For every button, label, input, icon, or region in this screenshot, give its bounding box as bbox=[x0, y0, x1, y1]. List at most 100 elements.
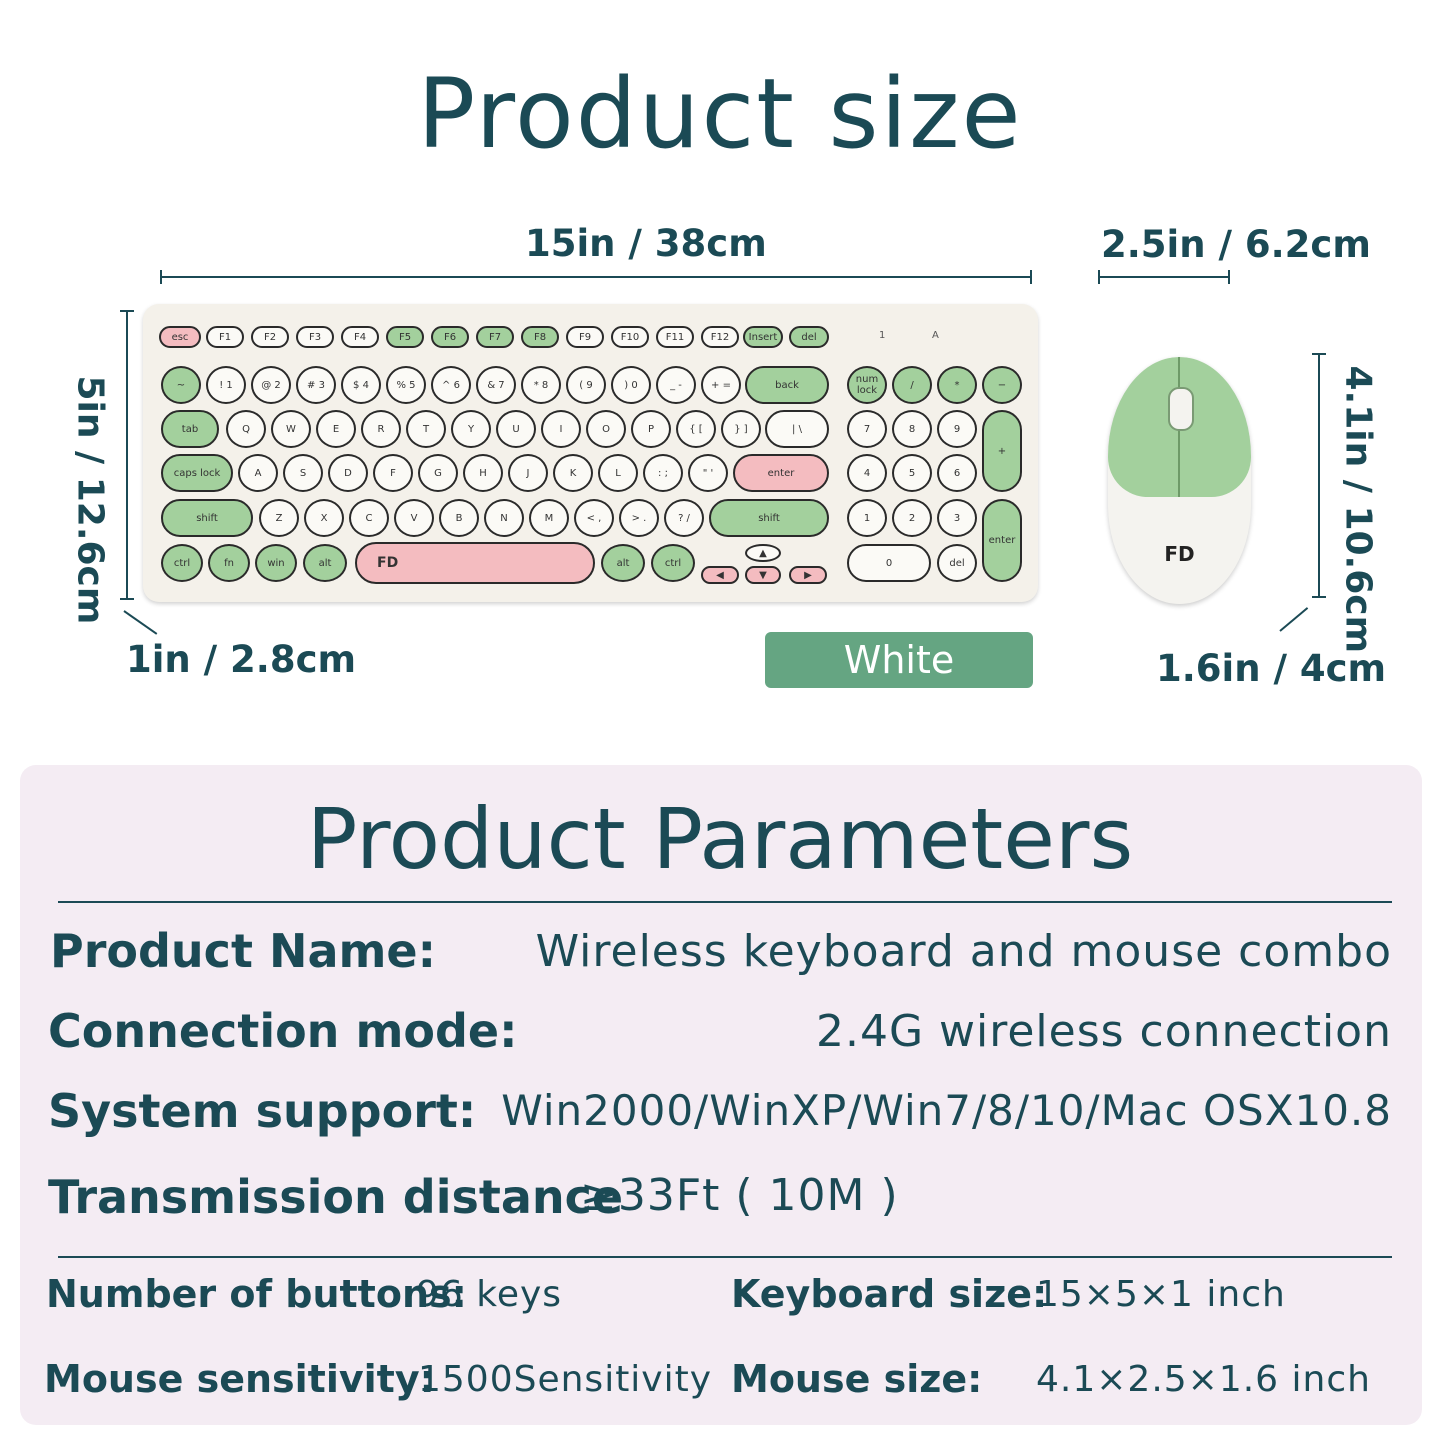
key-enter: enter bbox=[733, 454, 829, 492]
key-f12: F12 bbox=[701, 326, 739, 348]
key-7: & 7 bbox=[476, 366, 516, 404]
key-shift-right: shift bbox=[709, 499, 829, 537]
indicator-caps: A bbox=[932, 330, 939, 341]
key-g: G bbox=[418, 454, 458, 492]
keyboard-illustration: esc F1 F2 F3 F4 F5 F6 F7 F8 F9 F10 F11 F… bbox=[143, 304, 1038, 602]
key-tab: tab bbox=[161, 410, 219, 448]
divider-top bbox=[58, 901, 1392, 903]
param-label-connection: Connection mode: bbox=[48, 1004, 518, 1058]
param-label-system: System support: bbox=[48, 1084, 477, 1138]
parameters-title: Product Parameters bbox=[306, 790, 1134, 888]
key-lbracket: { [ bbox=[676, 410, 716, 448]
key-f7: F7 bbox=[476, 326, 514, 348]
key-f8: F8 bbox=[521, 326, 559, 348]
divider-bottom bbox=[58, 1256, 1392, 1258]
key-num-1: 1 bbox=[847, 499, 887, 537]
key-alt-left: alt bbox=[303, 544, 347, 582]
key-minus: _ - bbox=[656, 366, 696, 404]
key-n: N bbox=[484, 499, 524, 537]
keyboard-height-label: 1in / 2.8cm bbox=[126, 638, 357, 681]
key-space: FD bbox=[355, 542, 595, 584]
mouse-brand-logo: FD bbox=[1164, 542, 1195, 566]
key-win: win bbox=[255, 544, 297, 582]
dim-tick bbox=[120, 598, 134, 600]
key-tilde: ~ bbox=[161, 366, 201, 404]
mouse-width-line bbox=[1098, 276, 1230, 278]
key-num-2: 2 bbox=[892, 499, 932, 537]
key-0: ) 0 bbox=[611, 366, 651, 404]
dim-tick bbox=[1098, 270, 1100, 284]
key-b: B bbox=[439, 499, 479, 537]
key-a: A bbox=[238, 454, 278, 492]
key-num-9: 9 bbox=[937, 410, 977, 448]
param-label-product-name: Product Name: bbox=[50, 924, 437, 978]
key-r: R bbox=[361, 410, 401, 448]
mouse-height-line bbox=[1279, 607, 1309, 632]
color-badge[interactable]: White bbox=[765, 632, 1033, 688]
key-arrow-down: ▼ bbox=[745, 566, 781, 584]
key-num-5: 5 bbox=[892, 454, 932, 492]
key-f6: F6 bbox=[431, 326, 469, 348]
key-z: Z bbox=[259, 499, 299, 537]
key-slash: ? / bbox=[664, 499, 704, 537]
key-l: L bbox=[598, 454, 638, 492]
key-num-enter: enter bbox=[982, 499, 1022, 582]
mouse-length-label: 4.1in / 10.6cm bbox=[1337, 365, 1379, 654]
key-quote: " ' bbox=[688, 454, 728, 492]
key-num-multiply: * bbox=[937, 366, 977, 404]
key-2: @ 2 bbox=[251, 366, 291, 404]
param-value-product-name: Wireless keyboard and mouse combo bbox=[535, 926, 1392, 977]
key-f9: F9 bbox=[566, 326, 604, 348]
key-num-7: 7 bbox=[847, 410, 887, 448]
key-comma: < , bbox=[574, 499, 614, 537]
key-f2: F2 bbox=[251, 326, 289, 348]
dim-tick bbox=[160, 270, 162, 284]
key-p: P bbox=[631, 410, 671, 448]
key-back: back bbox=[745, 366, 829, 404]
key-x: X bbox=[304, 499, 344, 537]
key-k: K bbox=[553, 454, 593, 492]
key-f11: F11 bbox=[656, 326, 694, 348]
spec-label-keyboard-size: Keyboard size: bbox=[731, 1272, 1048, 1316]
key-t: T bbox=[406, 410, 446, 448]
key-num-3: 3 bbox=[937, 499, 977, 537]
brand-logo: FD bbox=[377, 554, 399, 571]
key-5: % 5 bbox=[386, 366, 426, 404]
key-h: H bbox=[463, 454, 503, 492]
key-8: * 8 bbox=[521, 366, 561, 404]
spec-value-keyboard-size: 15×5×1 inch bbox=[1036, 1274, 1286, 1315]
key-esc: esc bbox=[159, 326, 201, 348]
keyboard-width-line bbox=[160, 276, 1032, 278]
mouse-illustration: FD bbox=[1108, 357, 1251, 604]
key-num-0: 0 bbox=[847, 544, 931, 582]
key-num-plus: + bbox=[982, 410, 1022, 492]
dim-tick bbox=[120, 310, 134, 312]
key-q: Q bbox=[226, 410, 266, 448]
page-title: Product size bbox=[417, 58, 1023, 170]
param-value-system: Win2000/WinXP/Win7/8/10/Mac OSX10.8 bbox=[501, 1086, 1392, 1135]
keyboard-depth-line bbox=[126, 310, 128, 600]
key-f5: F5 bbox=[386, 326, 424, 348]
dim-tick bbox=[1030, 270, 1032, 284]
key-arrow-up: ▲ bbox=[745, 544, 781, 562]
mouse-width-label: 2.5in / 6.2cm bbox=[1101, 223, 1371, 266]
spec-label-sensitivity: Mouse sensitivity: bbox=[44, 1357, 435, 1401]
dim-tick bbox=[1312, 596, 1326, 598]
key-v: V bbox=[394, 499, 434, 537]
key-1: ! 1 bbox=[206, 366, 246, 404]
key-m: M bbox=[529, 499, 569, 537]
dim-tick bbox=[1228, 270, 1230, 284]
key-i: I bbox=[541, 410, 581, 448]
key-9: ( 9 bbox=[566, 366, 606, 404]
keyboard-depth-label: 5in / 12.6cm bbox=[69, 375, 111, 625]
key-arrow-right: ▶ bbox=[789, 566, 827, 584]
key-numlock: num lock bbox=[847, 366, 887, 404]
key-j: J bbox=[508, 454, 548, 492]
key-u: U bbox=[496, 410, 536, 448]
key-rbracket: } ] bbox=[721, 410, 761, 448]
mouse-length-line bbox=[1318, 353, 1320, 598]
key-num-4: 4 bbox=[847, 454, 887, 492]
parameters-panel bbox=[20, 765, 1422, 1425]
key-f10: F10 bbox=[611, 326, 649, 348]
key-semicolon: : ; bbox=[643, 454, 683, 492]
